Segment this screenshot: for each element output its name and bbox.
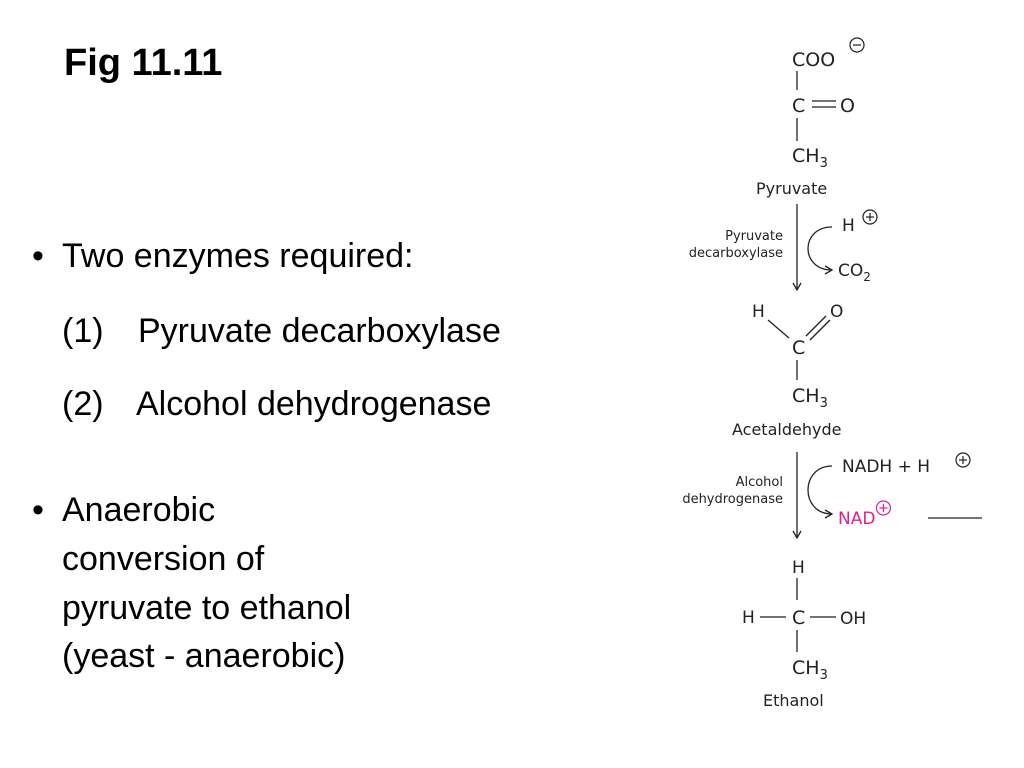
carboxylate-group: COO bbox=[792, 49, 835, 71]
curved-side-arrow bbox=[807, 226, 834, 275]
methyl-group: CH3 bbox=[792, 385, 828, 411]
methyl-group: CH3 bbox=[792, 145, 828, 171]
carbonyl-carbon: C bbox=[792, 95, 805, 117]
bullet-marker: • bbox=[32, 237, 44, 275]
bullet-anaerobic-conversion: • Anaerobic conversion of pyruvate to et… bbox=[32, 486, 622, 680]
positive-charge-icon bbox=[955, 452, 971, 468]
decarboxylation-step: Pyruvate decarboxylase H CO2 bbox=[689, 204, 878, 292]
aldehyde-hydrogen: H bbox=[752, 302, 765, 322]
central-carbon: C bbox=[792, 607, 805, 629]
single-bond bbox=[767, 319, 790, 339]
pyruvate-label: Pyruvate bbox=[756, 179, 827, 198]
consumed-species: NADH + H bbox=[842, 457, 930, 477]
bullet-marker: • bbox=[32, 491, 44, 530]
hydroxyl-group: OH bbox=[840, 609, 866, 629]
ethanol-label: Ethanol bbox=[763, 691, 824, 710]
negative-charge-icon bbox=[849, 37, 865, 53]
released-species: NAD bbox=[838, 509, 875, 529]
hydrogen-top: H bbox=[792, 558, 805, 578]
double-bond bbox=[805, 315, 831, 341]
acetaldehyde-structure: H O C CH3 Acetaldehyde bbox=[732, 302, 843, 439]
enzyme-item-2: (2) Alcohol dehydrogenase bbox=[32, 384, 622, 425]
enzyme-number: (1) bbox=[62, 311, 104, 350]
enzyme-number: (2) bbox=[62, 384, 104, 423]
bullet-line: pyruvate to ethanol bbox=[62, 588, 352, 627]
slide-title: Fig 11.11 bbox=[64, 42, 223, 84]
double-bond bbox=[812, 100, 836, 108]
aldehyde-carbon: C bbox=[792, 337, 805, 359]
bullet-line: conversion of bbox=[62, 540, 265, 578]
enzyme-name: Alcohol dehydrogenase bbox=[136, 384, 492, 423]
released-species: CO2 bbox=[838, 261, 871, 284]
bullet-text: Two enzymes required: bbox=[62, 237, 414, 275]
enzyme-label: Pyruvate bbox=[725, 229, 783, 244]
pyruvate-structure: COO C O CH3 Pyruvate bbox=[756, 37, 865, 198]
enzyme-item-1: (1) Pyruvate decarboxylase bbox=[32, 311, 622, 352]
positive-charge-icon bbox=[875, 500, 892, 516]
carbonyl-oxygen: O bbox=[840, 95, 855, 117]
positive-charge-icon bbox=[862, 209, 878, 225]
hydrogen-left: H bbox=[742, 608, 755, 628]
enzyme-label: Alcohol bbox=[736, 475, 783, 490]
bullet-line: (yeast - anaerobic) bbox=[62, 637, 346, 676]
curved-side-arrow bbox=[807, 465, 834, 519]
ethanol-structure: H H C OH CH3 Ethanol bbox=[742, 558, 866, 710]
methyl-group: CH3 bbox=[792, 657, 828, 683]
bullet-two-enzymes: • Two enzymes required: bbox=[32, 236, 622, 277]
consumed-species: H bbox=[842, 216, 855, 236]
enzyme-name: Pyruvate decarboxylase bbox=[138, 311, 501, 350]
enzyme-label: decarboxylase bbox=[689, 246, 783, 261]
bullet-line: Anaerobic bbox=[62, 491, 216, 530]
bullet-list: • Two enzymes required: (1) Pyruvate deca… bbox=[32, 236, 622, 681]
acetaldehyde-label: Acetaldehyde bbox=[732, 420, 841, 439]
fermentation-pathway-diagram: COO C O CH3 Pyruvate Pyruvate decarboxyl… bbox=[682, 37, 982, 710]
reduction-step: Alcohol dehydrogenase NADH + H NAD bbox=[682, 452, 982, 540]
enzyme-label: dehydrogenase bbox=[682, 492, 783, 507]
aldehyde-oxygen: O bbox=[830, 302, 843, 322]
